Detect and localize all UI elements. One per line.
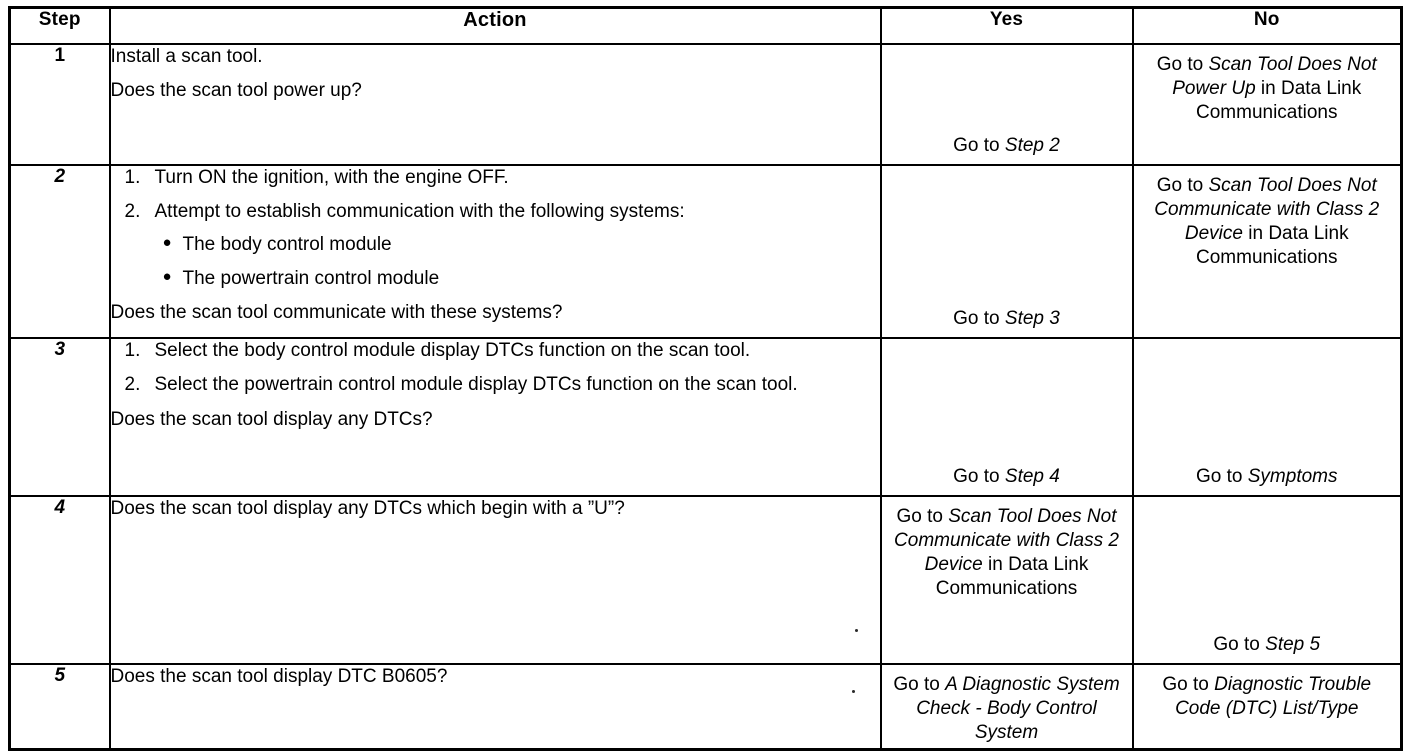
yes-cell: Go to Step 3: [879, 164, 1134, 339]
action-step-number: 1.: [124, 167, 141, 188]
action-step-number: 1.: [124, 340, 141, 361]
yes-action-text: Go to Scan Tool Does Not Communicate wit…: [886, 505, 1128, 601]
action-text-line: Install a scan tool.: [110, 46, 263, 67]
action-text-line: Does the scan tool display DTC B0605?: [110, 666, 448, 687]
result-text: Go to: [953, 308, 1005, 330]
result-text: Go to: [893, 674, 946, 695]
no-action-text: Go to Scan Tool Does Not Power Up in Dat…: [1138, 53, 1397, 125]
result-text: in Data Link Communications: [935, 553, 1089, 599]
table-header: Step Action Yes No: [8, 6, 1403, 45]
no-cell: Go to Diagnostic Trouble Code (DTC) List…: [1131, 663, 1403, 750]
reference-title: Scan Tool Does Not Communicate with Clas…: [1154, 175, 1380, 244]
yes-action-text: Go to Step 4: [886, 465, 1128, 489]
action-step-text: Attempt to establish communication with …: [154, 201, 685, 223]
reference-title: Symptoms: [1247, 466, 1338, 488]
yes-action-text: Go to Step 3: [886, 307, 1128, 331]
result-text: Go to: [1156, 54, 1209, 75]
action-step-text: Turn ON the ignition, with the engine OF…: [154, 167, 509, 188]
result-text: Go to: [953, 466, 1005, 488]
no-cell: Go to Scan Tool Does Not Power Up in Dat…: [1131, 43, 1403, 166]
step-number-cell: 1: [8, 43, 111, 166]
result-text: in Data Link Communications: [1196, 77, 1362, 123]
action-bullet-list: ● The body control module ● The powertrain …: [155, 233, 880, 292]
no-cell: Go to Step 5: [1131, 495, 1403, 665]
column-header-no: No: [1131, 6, 1403, 45]
result-text: Go to: [1213, 634, 1266, 656]
step-number-cell: 3: [8, 337, 111, 497]
action-step-text: Select the powertrain control module dis…: [154, 374, 798, 396]
bullet-dot-icon: ●: [162, 267, 172, 285]
action-cell: Does the scan tool display any DTCs whic…: [108, 495, 882, 665]
reference-title: A Diagnostic System Check - Body Control…: [916, 674, 1120, 743]
reference-title: Step 5: [1265, 634, 1321, 656]
table-row: 2 1. Turn ON the ignition, with the engine…: [8, 164, 1403, 339]
yes-action-text: Go to A Diagnostic System Check - Body C…: [886, 673, 1128, 745]
yes-action-text: Go to Step 2: [886, 134, 1128, 158]
result-text: Go to: [953, 135, 1005, 157]
column-header-step: Step: [8, 6, 111, 45]
action-bullet-item: ● The body control module: [155, 233, 880, 257]
no-cell: Go to Symptoms: [1131, 337, 1403, 497]
yes-cell: Go to Step 2: [879, 43, 1134, 166]
yes-cell: Go to Step 4: [879, 337, 1134, 497]
reference-title: Step 3: [1004, 308, 1060, 330]
action-step-item: 1. Select the body control module display…: [111, 339, 880, 363]
reference-title: Diagnostic Trouble Code (DTC) List/Type: [1175, 674, 1372, 719]
action-question-text: Does the scan tool communicate with thes…: [110, 302, 563, 324]
action-step-list: 1. Turn ON the ignition, with the engine …: [111, 166, 880, 291]
reference-title: Scan Tool Does Not Communicate with Clas…: [894, 506, 1119, 575]
action-step-item: 2. Attempt to establish communication wit…: [111, 200, 880, 291]
step-number-cell: 2: [8, 164, 111, 339]
no-action-text: Go to Diagnostic Trouble Code (DTC) List…: [1138, 673, 1397, 721]
action-cell: Install a scan tool. Does the scan tool p…: [108, 43, 882, 166]
action-text-line: Does the scan tool display any DTCs whic…: [110, 498, 625, 519]
action-cell: 1. Turn ON the ignition, with the engine …: [108, 164, 882, 339]
action-step-number: 2.: [124, 374, 141, 396]
bullet-dot-icon: ●: [162, 233, 172, 251]
action-bullet-text: The powertrain control module: [182, 267, 440, 289]
no-action-text: Go to Step 5: [1138, 633, 1397, 657]
reference-title: Step 2: [1004, 135, 1060, 157]
action-step-item: 1. Turn ON the ignition, with the engine …: [111, 166, 880, 190]
yes-cell: Go to A Diagnostic System Check - Body C…: [879, 663, 1134, 750]
action-text-line: Does the scan tool power up?: [110, 79, 362, 101]
table-row: 3 1. Select the body control module displa…: [8, 337, 1403, 497]
result-text: Go to: [1156, 175, 1209, 196]
action-question-text: Does the scan tool display any DTCs?: [110, 408, 433, 430]
result-text: Go to: [1196, 466, 1248, 488]
action-step-item: 2. Select the powertrain control module d…: [111, 373, 880, 397]
action-bullet-item: ● The powertrain control module: [155, 267, 880, 291]
yes-cell: Go to Scan Tool Does Not Communicate wit…: [879, 495, 1134, 665]
action-step-number: 2.: [124, 201, 141, 223]
reference-title: Scan Tool Does Not Power Up: [1172, 54, 1377, 99]
reference-title: Step 4: [1004, 466, 1060, 488]
column-header-yes: Yes: [879, 6, 1134, 45]
step-number-cell: 4: [8, 495, 111, 665]
action-step-list: 1. Select the body control module display…: [111, 339, 880, 398]
no-action-text: Go to Scan Tool Does Not Communicate wit…: [1138, 174, 1397, 270]
no-cell: Go to Scan Tool Does Not Communicate wit…: [1131, 164, 1403, 339]
action-step-text: Select the body control module display D…: [154, 340, 751, 361]
action-cell: 1. Select the body control module display…: [108, 337, 882, 497]
result-text: Go to: [1162, 674, 1215, 695]
action-cell: Does the scan tool display DTC B0605?: [108, 663, 882, 750]
header-row: Step Action Yes No: [8, 6, 1403, 45]
action-bullet-text: The body control module: [182, 233, 392, 255]
result-text: in Data Link Communications: [1196, 222, 1349, 268]
result-text: Go to: [896, 506, 949, 527]
step-number-cell: 5: [8, 663, 111, 750]
no-action-text: Go to Symptoms: [1138, 465, 1397, 489]
column-header-action: Action: [108, 6, 882, 45]
